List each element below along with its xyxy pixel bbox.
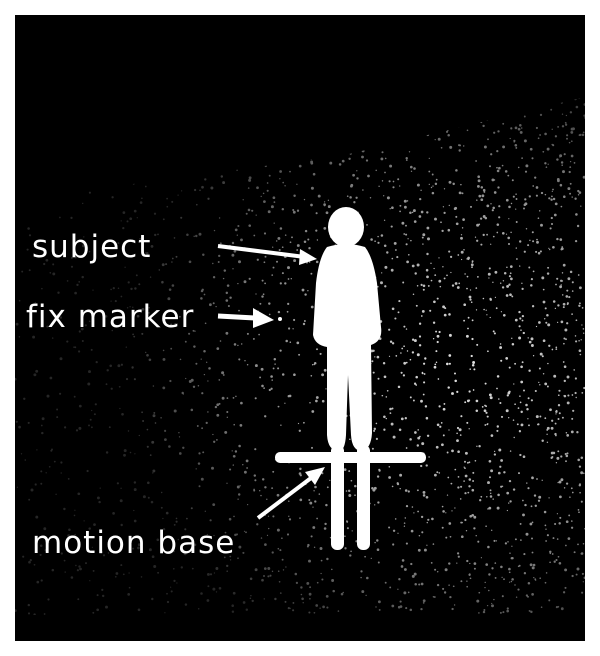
arrow-to-subject-icon [217,244,317,265]
scene-svg [15,15,585,616]
subject-label: subject [32,229,152,265]
fix-marker-dot-icon [278,317,282,321]
figure-frame: subject fix marker motion base [15,15,585,641]
subject-silhouette-icon [313,207,382,451]
motion-base-cross-icon [275,445,426,550]
fix-marker-label: fix marker [26,299,195,335]
arrow-to-fix-marker-icon [217,308,274,328]
arrow-to-motion-base-icon [256,467,325,520]
motion-base-label: motion base [32,525,236,561]
